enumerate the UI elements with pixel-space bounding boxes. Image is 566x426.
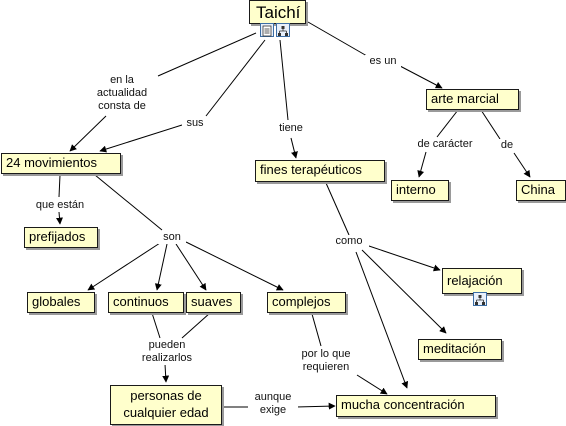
link-label-son: son <box>158 231 186 244</box>
concept-suaves[interactable]: suaves <box>186 292 241 313</box>
link-label-por-lo-que-requieren: por lo que requieren <box>292 348 360 374</box>
document-icon[interactable] <box>260 23 274 37</box>
concept-relajacion[interactable]: relajación <box>442 268 522 294</box>
link-label-line: exige <box>259 404 287 416</box>
concept-personas[interactable]: personas de cualquier edad <box>110 385 222 425</box>
link-label-en-la-actualidad: en la actualidad consta de <box>91 74 153 113</box>
link-label-de: de <box>496 139 518 152</box>
link-label-es-un: es un <box>365 55 401 68</box>
concept-24-movimientos[interactable]: 24 movimientos <box>1 153 121 174</box>
concept-china[interactable]: China <box>516 180 566 201</box>
link-label-line: realizarlos <box>141 352 193 364</box>
link-label-line: en la <box>110 74 134 86</box>
concept-arte-marcial[interactable]: arte marcial <box>426 89 519 110</box>
link-label-sus: sus <box>182 117 208 130</box>
concept-complejos[interactable]: complejos <box>267 292 346 313</box>
concept-meditacion[interactable]: meditación <box>418 339 502 360</box>
concept-taichi[interactable]: Taichí <box>249 0 306 24</box>
concept-globales[interactable]: globales <box>27 292 95 313</box>
link-label-line: por lo que <box>301 348 351 360</box>
link-label-line: requieren <box>302 361 350 373</box>
concept-fines-terapeuticos[interactable]: fines terapéuticos <box>255 160 385 182</box>
concept-mucha-concentracion[interactable]: mucha concentración <box>336 395 496 417</box>
link-label-line: pueden <box>148 339 186 351</box>
link-label-como: como <box>329 235 369 248</box>
link-label-de-caracter: de carácter <box>410 138 480 151</box>
link-label-tiene: tiene <box>273 122 309 135</box>
concept-map-icon[interactable] <box>473 292 487 306</box>
link-label-que-estan: que están <box>29 199 91 212</box>
link-label-line: consta de <box>98 100 146 112</box>
link-label-pueden-realizarlos: pueden realizarlos <box>136 339 198 365</box>
concept-continuos[interactable]: continuos <box>108 292 184 313</box>
link-label-line: actualidad <box>96 87 148 99</box>
concept-interno[interactable]: interno <box>391 180 449 201</box>
concept-personas-line1: personas de <box>130 388 202 403</box>
concept-personas-line2: cualquier edad <box>123 405 209 420</box>
concept-prefijados[interactable]: prefijados <box>24 227 98 248</box>
link-label-line: aunque <box>254 391 292 403</box>
concept-map-icon[interactable] <box>276 23 290 37</box>
link-label-aunque-exige: aunque exige <box>248 391 298 417</box>
